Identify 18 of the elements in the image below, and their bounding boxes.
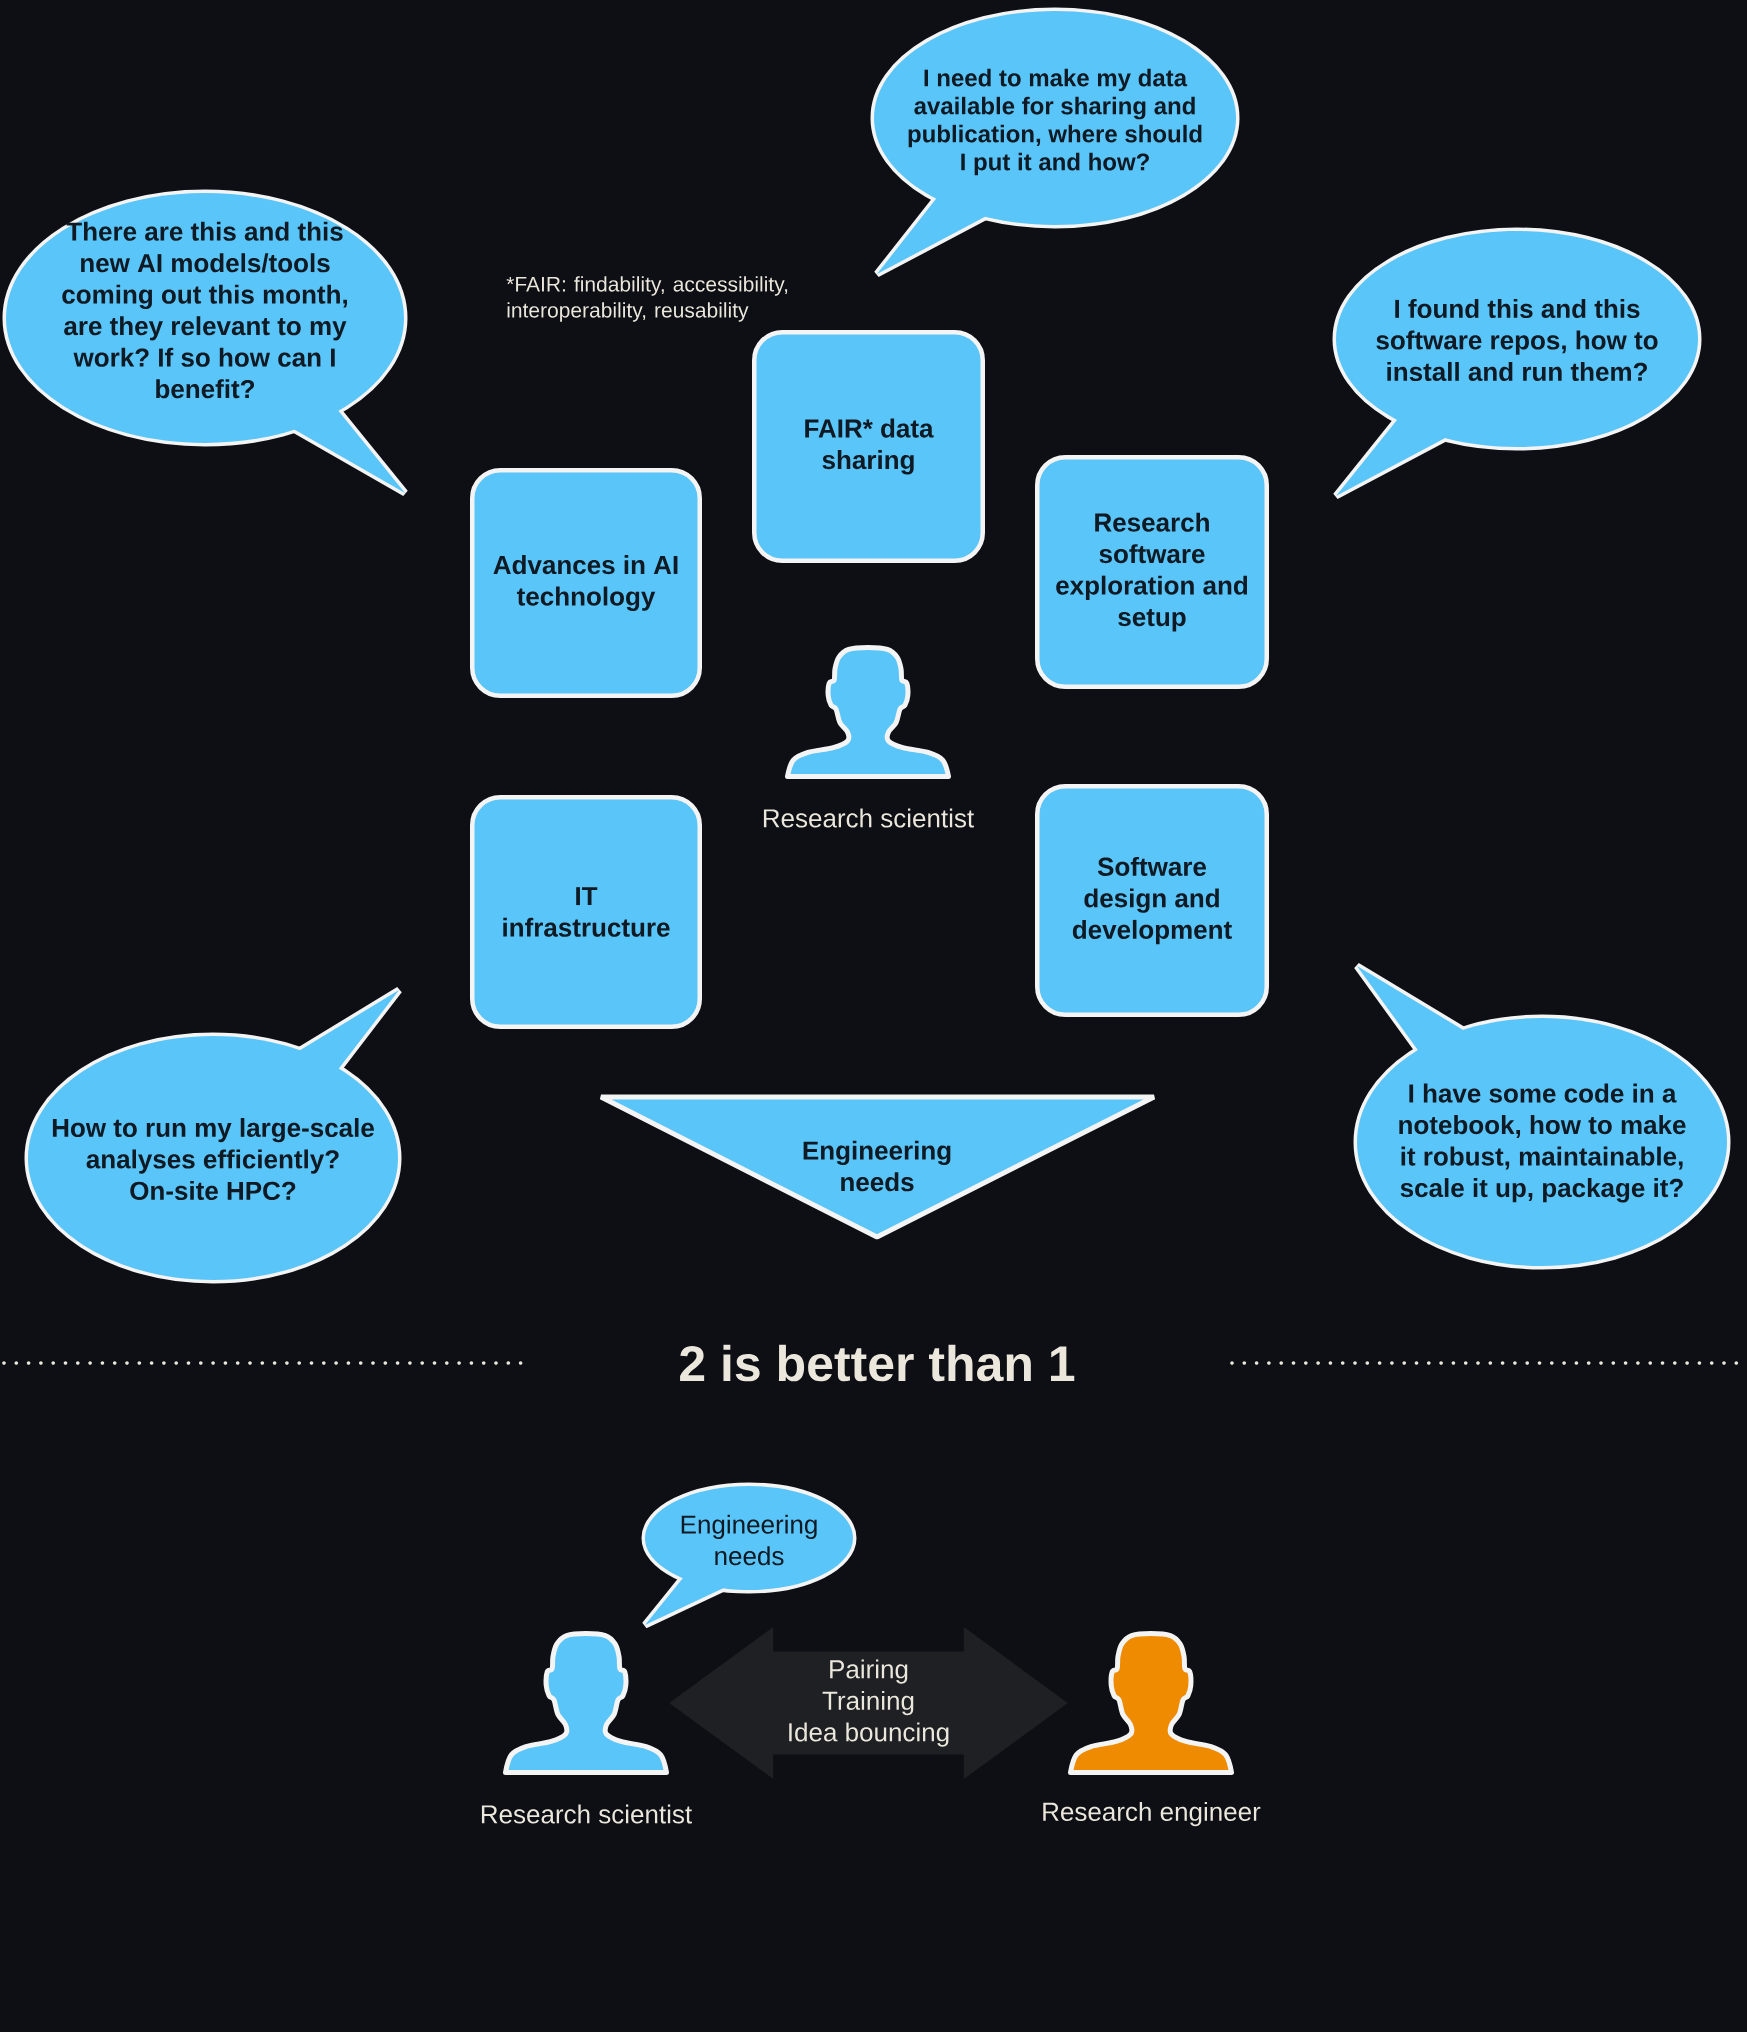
rounded-box: FAIR* data sharing (752, 330, 985, 563)
triangle: Engineering needs (598, 1094, 1157, 1240)
rounded-box: Advances in AI technology (470, 468, 702, 698)
footnote: *FAIR: findability, accessibility, interoperability, reusability (506, 276, 788, 322)
rounded-box: Research software exploration and setup (1035, 455, 1269, 689)
speech-bubble: I found this and this software repos, how to install and run them? (1332, 227, 1702, 500)
section-heading: 2 is better than 1 (680, 1344, 1075, 1382)
node-label: Research scientist (763, 808, 974, 828)
node-label: Research engineer (1043, 1801, 1261, 1827)
speech-bubble: There are this and this new AI models/tools coming out this month, are they relevant to my work? If so how can I benefit? (2, 189, 409, 497)
speech-bubble: How to run my large-scale analyses efficiently? On-site HPC? (24, 986, 403, 1284)
speech-bubble: I have some code in a notebook, how to make it robust, maintainable, scale it up, package it? (1353, 962, 1731, 1270)
edge-label: Pairing Training Idea bouncing (780, 1657, 957, 1749)
speech-bubble: Engineering needs (641, 1482, 857, 1629)
rounded-box: Software design and development (1035, 784, 1269, 1017)
node-label: Research scientist (481, 1804, 692, 1824)
rounded-box: IT infrastructure (470, 795, 702, 1029)
speech-bubble: I need to make my data available for sharing and publication, where should I put it and how? (870, 7, 1240, 278)
